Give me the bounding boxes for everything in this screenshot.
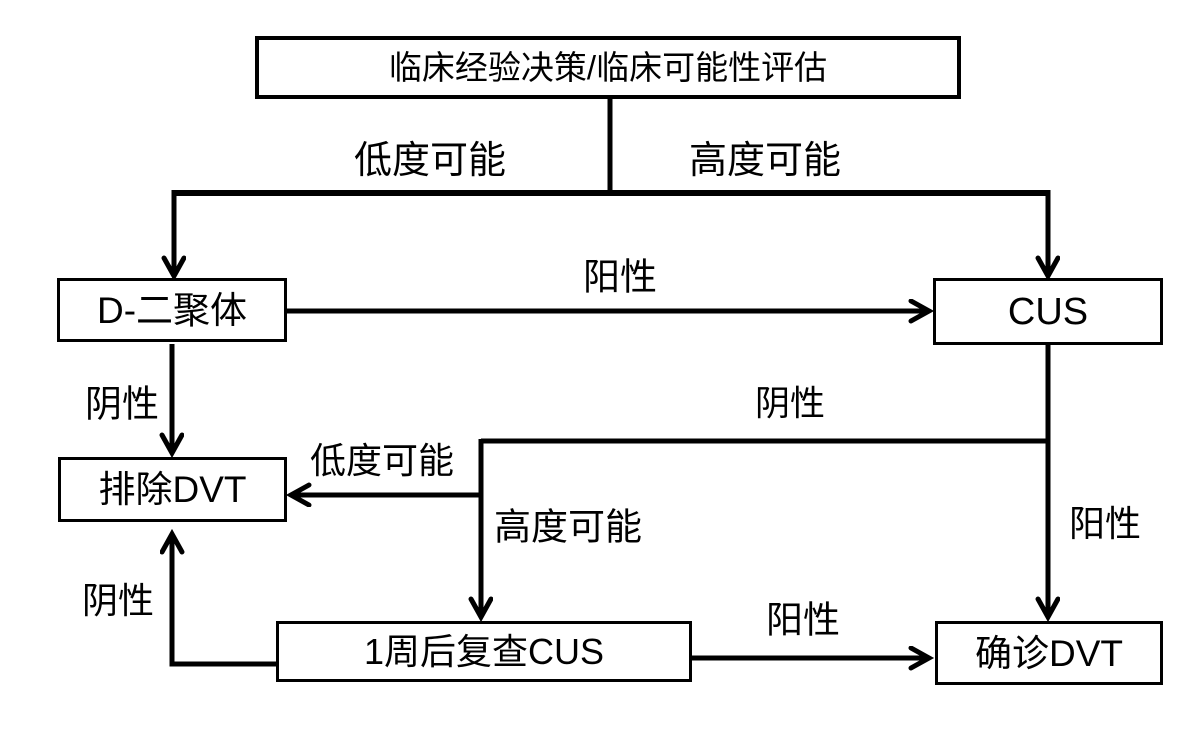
edge-label-high-probability-top: 高度可能 — [688, 140, 842, 182]
node-confirm-dvt-label: 确诊DVT — [975, 632, 1123, 674]
edge-label-positive-dimer-to-cus: 阳性 — [583, 256, 657, 298]
node-clinical-assessment-label: 临床经验决策/临床可能性评估 — [388, 49, 828, 86]
edge-label-positive-cus-to-confirm: 阳性 — [1068, 503, 1142, 544]
edge-label-high-probability-mid: 高度可能 — [494, 506, 642, 548]
edge-label-negative-cus-branch: 阴性 — [754, 384, 826, 424]
node-d-dimer-label: D-二聚体 — [96, 289, 248, 331]
node-confirm-dvt: 确诊DVT — [935, 621, 1163, 685]
edge-label-negative-dimer-to-exclude: 阴性 — [85, 383, 159, 425]
edge-label-negative-recheck-to-exclude: 阴性 — [81, 580, 155, 621]
edge-label-low-probability-mid: 低度可能 — [309, 440, 455, 481]
node-exclude-dvt-label: 排除DVT — [98, 469, 247, 510]
node-d-dimer: D-二聚体 — [57, 278, 287, 342]
edge-label-positive-recheck-to-confirm: 阳性 — [766, 599, 840, 641]
node-recheck-cus-label: 1周后复查CUS — [363, 630, 605, 672]
connector-recheck-to-exclude — [172, 534, 276, 667]
edge-label-low-probability-top: 低度可能 — [353, 140, 507, 182]
node-clinical-assessment: 临床经验决策/临床可能性评估 — [255, 36, 961, 99]
node-cus: CUS — [933, 278, 1163, 345]
node-cus-label: CUS — [1007, 290, 1089, 333]
node-exclude-dvt: 排除DVT — [58, 457, 287, 522]
node-recheck-cus: 1周后复查CUS — [276, 621, 692, 682]
